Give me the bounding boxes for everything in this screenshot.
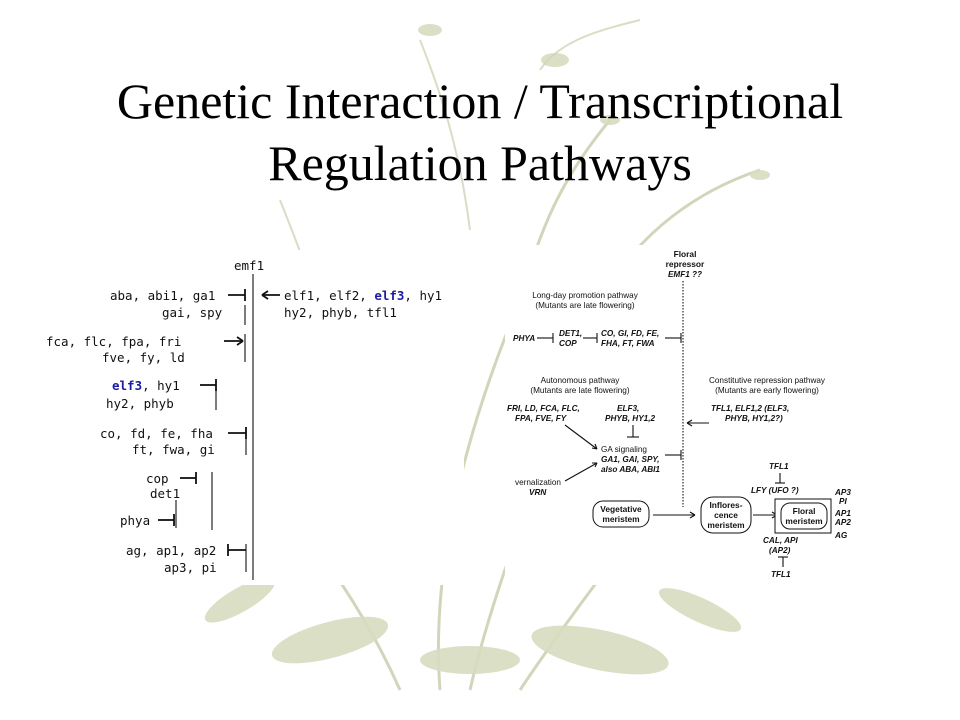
title-line-2: Regulation Pathways xyxy=(268,135,692,191)
tfl1-bottom-node: TFL1 xyxy=(771,570,791,579)
floral-meristem-label-1: Floral xyxy=(793,506,816,516)
slide-title: Genetic Interaction / Transcriptional Re… xyxy=(0,70,960,194)
long-day-title: Long-day promotion pathway xyxy=(532,291,639,300)
vegetative-label: Vegetative xyxy=(600,504,642,514)
row-fca: fca, flc, fpa, fri xyxy=(46,334,181,349)
repressor-label: repressor xyxy=(666,259,705,269)
row-elf3: elf3, hy1 xyxy=(112,378,180,393)
regulation-pathway-diagram: Floral repressor EMF1 ?? Long-day promot… xyxy=(505,245,860,585)
inflores-label: Inflores- xyxy=(709,500,742,510)
fha-node: FHA, FT, FWA xyxy=(601,339,655,348)
row-hy2: hy2, phyb xyxy=(106,396,174,411)
ga1-node: GA1, GAI, SPY, xyxy=(601,455,659,464)
ga-signaling-label: GA signaling xyxy=(601,445,647,454)
cop-node: COP xyxy=(559,339,577,348)
genetic-interaction-diagram: emf1 aba, abi1, ga1 gai, spy elf1, elf2,… xyxy=(40,250,464,585)
elf3-node: ELF3, xyxy=(617,404,639,413)
title-line-1: Genetic Interaction / Transcriptional xyxy=(116,73,844,129)
ap3-out: AP3 xyxy=(834,488,851,497)
floral-label: Floral xyxy=(674,249,697,259)
fri-node: FRI, LD, FCA, FLC, xyxy=(507,404,580,413)
co-node: CO, GI, FD, FE, xyxy=(601,329,659,338)
row-det1: det1 xyxy=(150,486,180,501)
inflor-meristem-label: meristem xyxy=(707,520,744,530)
row-aba: aba, abi1, ga1 xyxy=(110,288,215,303)
fpa-node: FPA, FVE, FY xyxy=(515,414,568,423)
cence-label: cence xyxy=(714,510,738,520)
aba-node: also ABA, ABI1 xyxy=(601,465,660,474)
tfl1-elf-node: TFL1, ELF1,2 (ELF3, xyxy=(711,404,789,413)
det1-node: DET1, xyxy=(559,329,582,338)
floral-meristem-label-2: meristem xyxy=(785,516,822,526)
row-ag: ag, ap1, ap2 xyxy=(126,543,216,558)
ap2-paren-node: (AP2) xyxy=(769,546,791,555)
tfl1-top-node: TFL1 xyxy=(769,462,789,471)
vernalization-label: vernalization xyxy=(515,478,561,487)
floral-meristem-box xyxy=(780,502,828,530)
inflorescence-meristem-box xyxy=(700,496,752,534)
ap2-out: AP2 xyxy=(834,518,851,527)
phya-node: PHYA xyxy=(513,334,535,343)
long-day-sub: (Mutants are late flowering) xyxy=(535,301,634,310)
emf1-label: emf1 xyxy=(234,258,264,273)
autonomous-sub: (Mutants are late flowering) xyxy=(530,386,629,395)
row-hy2-right: hy2, phyb, tfl1 xyxy=(284,305,397,320)
row-phya: phya xyxy=(120,513,150,528)
vrn-node: VRN xyxy=(529,488,547,497)
cal-node: CAL, API xyxy=(763,536,798,545)
autonomous-title: Autonomous pathway xyxy=(541,376,621,385)
ag-out: AG xyxy=(834,531,848,540)
constitutive-sub: (Mutants are early flowering) xyxy=(715,386,819,395)
vegetative-meristem-box xyxy=(592,500,650,528)
phyb-hy-node: PHYB, HY1,2?) xyxy=(725,414,783,423)
constitutive-title: Constitutive repression pathway xyxy=(709,376,826,385)
emf1-repressor-label: EMF1 ?? xyxy=(668,270,702,279)
ap1-out: AP1 xyxy=(834,509,851,518)
pi-out: PI xyxy=(839,497,847,506)
row-ap3: ap3, pi xyxy=(164,560,217,575)
genetic-interaction-svg: emf1 aba, abi1, ga1 gai, spy elf1, elf2,… xyxy=(46,258,442,580)
row-ft: ft, fwa, gi xyxy=(132,442,215,457)
vegetative-meristem-label: meristem xyxy=(602,514,639,524)
phyb-node: PHYB, HY1,2 xyxy=(605,414,655,423)
row-elf-right: elf1, elf2, elf3, hy1 xyxy=(284,288,442,303)
lfy-node: LFY (UFO ?) xyxy=(751,486,799,495)
row-cop: cop xyxy=(146,471,169,486)
row-gai: gai, spy xyxy=(162,305,223,320)
row-co: co, fd, fe, fha xyxy=(100,426,213,441)
row-fve: fve, fy, ld xyxy=(102,350,185,365)
regulation-pathway-svg: Floral repressor EMF1 ?? Long-day promot… xyxy=(507,249,851,579)
